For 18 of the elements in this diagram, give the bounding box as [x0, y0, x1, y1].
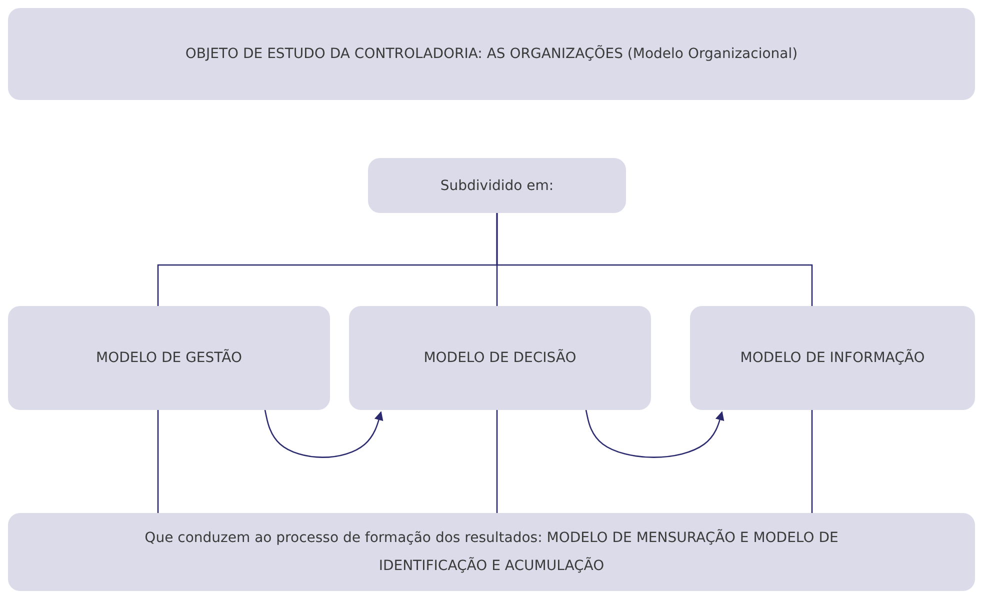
process-box [690, 306, 975, 410]
box-text: Que conduzem ao processo de formação dos resultados: MODELO DE MENSURAÇÃO E MODELO DE IDENTIFICAÇÃO E ACUMULAÇÃO [144, 528, 840, 576]
process-box [8, 306, 330, 410]
connector-line [811, 410, 813, 513]
connector-line [157, 410, 159, 513]
box-text: MODELO DE DECISÃO [424, 348, 576, 368]
curved-arrow [585, 410, 724, 458]
curved-arrow [264, 410, 384, 458]
connector-line [496, 410, 498, 513]
box-text: MODELO DE GESTÃO [96, 348, 242, 368]
box-text: Subdividido em: [440, 176, 554, 196]
banner-box [8, 513, 975, 591]
box-text: MODELO DE INFORMAÇÃO [740, 348, 925, 368]
label-box [368, 158, 626, 213]
connector-line [496, 213, 813, 306]
box-text: OBJETO DE ESTUDO DA CONTROLADORIA: AS ORGANIZAÇÕES (Modelo Organizacional) [185, 44, 798, 64]
process-box [349, 306, 651, 410]
banner-box [8, 8, 975, 100]
